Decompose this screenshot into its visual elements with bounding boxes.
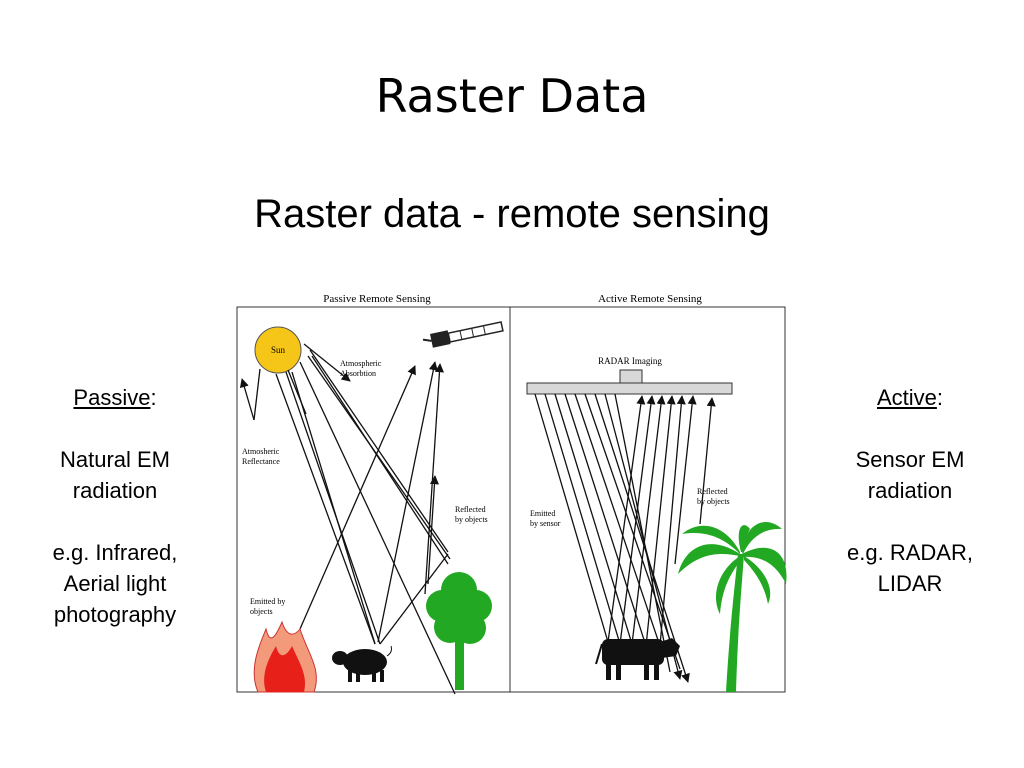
- atm-reflectance-label-1: Atmosheric: [242, 447, 280, 456]
- passive-example-3: photography: [53, 602, 177, 627]
- passive-line-2: radiation: [72, 478, 158, 503]
- passive-description: Passive: Natural EM radiation e.g. Infrar…: [30, 382, 200, 661]
- tree-icon: [426, 572, 492, 690]
- sun-icon: [254, 326, 302, 374]
- reflected-active-label-2: by objects: [697, 497, 730, 506]
- active-heading: Active: [876, 385, 937, 410]
- atm-absorption-label-2: Absorbtion: [340, 369, 376, 378]
- slide-title: Raster Data: [375, 69, 649, 123]
- atm-absorption-label-1: Atmospheric: [340, 359, 382, 368]
- active-example-2: LIDAR: [877, 571, 943, 596]
- atm-reflectance-label-2: Reflectance: [242, 457, 280, 466]
- reflected-active-label-1: Reflected: [697, 487, 728, 496]
- diagram-frame: [236, 306, 786, 693]
- active-examples: e.g. RADAR, LIDAR: [825, 537, 995, 599]
- slide-subtitle: Raster data - remote sensing: [254, 192, 770, 236]
- active-description: Active: Sensor EM radiation e.g. RADAR, LI…: [825, 382, 995, 630]
- passive-example-1: e.g. Infrared,: [52, 540, 178, 565]
- radar-label: RADAR Imaging: [598, 356, 662, 366]
- active-line-1: Sensor EM: [855, 447, 965, 472]
- active-definition: Sensor EM radiation: [825, 444, 995, 506]
- active-example-1: e.g. RADAR,: [847, 540, 973, 565]
- palm-tree-icon: [678, 522, 787, 692]
- passive-example-2: Aerial light: [63, 571, 167, 596]
- active-panel-title: Active Remote Sensing: [598, 293, 702, 305]
- passive-rays: [239, 343, 456, 695]
- pig-icon: [332, 645, 392, 682]
- active-heading-line: Active:: [876, 385, 944, 410]
- sun-label: Sun: [271, 345, 286, 355]
- satellite-icon: [422, 321, 504, 348]
- emitted-label-2: objects: [250, 607, 273, 616]
- active-line-2: radiation: [867, 478, 953, 503]
- radar-sensor-icon: [526, 369, 733, 395]
- passive-panel-title: Passive Remote Sensing: [323, 293, 431, 305]
- reflected-label-1: Reflected: [455, 505, 486, 514]
- passive-heading: Passive: [73, 385, 151, 410]
- emitted-by-sensor-label-1: Emitted: [530, 509, 555, 518]
- passive-definition: Natural EM radiation: [30, 444, 200, 506]
- passive-line-1: Natural EM: [59, 447, 171, 472]
- emitted-label-1: Emitted by: [250, 597, 285, 606]
- fire-icon: [253, 620, 317, 693]
- reflected-label-2: by objects: [455, 515, 488, 524]
- cow-icon: [595, 638, 680, 680]
- passive-heading-line: Passive:: [73, 385, 157, 410]
- passive-examples: e.g. Infrared, Aerial light photography: [30, 537, 200, 630]
- active-rays: [534, 393, 716, 683]
- remote-sensing-diagram: Passive Remote Sensing Active Remote Sen…: [236, 293, 787, 695]
- emitted-by-sensor-label-2: by sensor: [530, 519, 561, 528]
